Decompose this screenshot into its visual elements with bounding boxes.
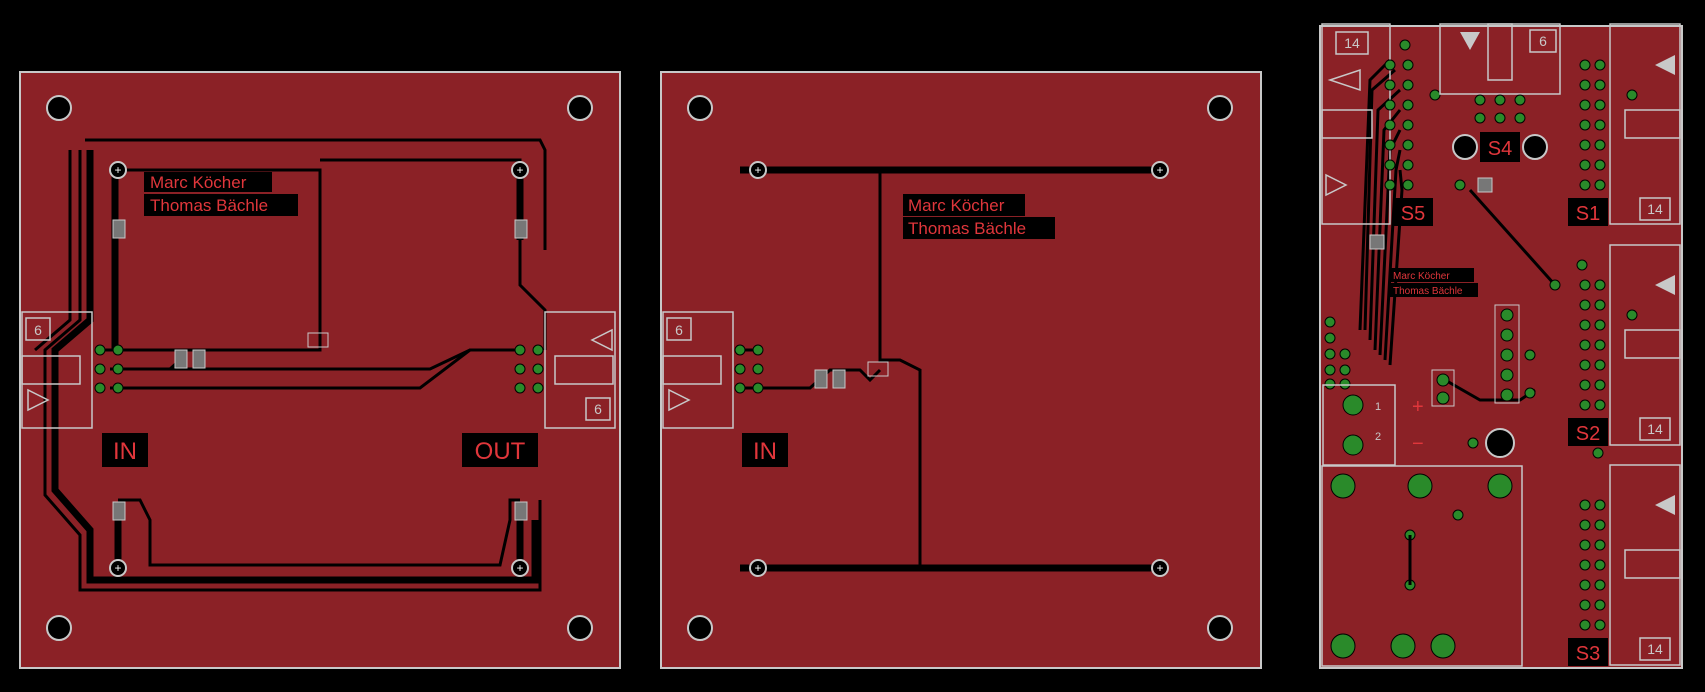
via-column-left bbox=[1324, 39, 1441, 390]
svg-text:+: + bbox=[754, 163, 761, 177]
svg-text:+: + bbox=[114, 561, 121, 575]
via bbox=[1454, 179, 1466, 191]
connector-6-top: 6 bbox=[1439, 23, 1561, 124]
credit-bg bbox=[903, 217, 1055, 239]
svg-text:2: 2 bbox=[1375, 431, 1381, 443]
minus-label: − bbox=[1412, 433, 1424, 455]
smd-components bbox=[814, 361, 889, 389]
mounting-hole bbox=[687, 95, 713, 121]
trace bbox=[100, 340, 322, 352]
trace bbox=[110, 348, 525, 390]
mounting-hole bbox=[1207, 615, 1233, 641]
via bbox=[1549, 279, 1561, 291]
s4-label-bg bbox=[1480, 132, 1520, 162]
svg-text:+: + bbox=[516, 561, 523, 575]
pad-column-s2 bbox=[1576, 259, 1638, 459]
mounting-hole bbox=[567, 615, 593, 641]
credit-bg bbox=[1390, 283, 1478, 297]
mounting-hole bbox=[1207, 95, 1233, 121]
credit-bg bbox=[144, 172, 272, 192]
mounting-hole bbox=[46, 95, 72, 121]
s2-label-bg bbox=[1568, 418, 1608, 446]
trace bbox=[120, 168, 322, 340]
svg-text:6: 6 bbox=[675, 322, 683, 338]
credit-line2: Thomas Bächle bbox=[1393, 286, 1463, 297]
s4-label: S4 bbox=[1488, 138, 1512, 160]
s3-label-bg bbox=[1568, 638, 1608, 666]
credit-bg bbox=[903, 194, 1025, 216]
credit-line2: Thomas Bächle bbox=[908, 219, 1026, 238]
left-board: + + + + 6 bbox=[19, 71, 621, 669]
svg-text:+: + bbox=[1156, 163, 1163, 177]
s2-label: S2 bbox=[1576, 423, 1600, 445]
pad-column-s1 bbox=[1579, 59, 1638, 191]
svg-text:14: 14 bbox=[1647, 641, 1663, 657]
mounting-hole bbox=[46, 615, 72, 641]
trace bbox=[85, 138, 547, 250]
via-group: + + + + bbox=[749, 161, 1169, 577]
svg-text:6: 6 bbox=[594, 401, 602, 417]
out-label-bg bbox=[462, 433, 538, 467]
s1-label: S1 bbox=[1576, 203, 1600, 225]
svg-text:14: 14 bbox=[1647, 201, 1663, 217]
credit-line1: Marc Köcher bbox=[908, 196, 1005, 215]
svg-text:1: 1 bbox=[1375, 401, 1381, 413]
via-group: + + + + bbox=[109, 161, 529, 577]
connector-14-s2: 14 bbox=[1609, 244, 1681, 446]
out-label: OUT bbox=[475, 438, 526, 465]
s5-label-bg bbox=[1393, 198, 1433, 226]
in-label: IN bbox=[113, 438, 137, 465]
svg-text:14: 14 bbox=[1647, 421, 1663, 437]
plus-label: + bbox=[1412, 396, 1424, 418]
switch-hole bbox=[1452, 134, 1478, 160]
power-connector: 1 2 + − bbox=[1322, 384, 1515, 466]
smd-part bbox=[1477, 177, 1493, 193]
s1-label-bg bbox=[1568, 198, 1608, 226]
mounting-hole bbox=[567, 95, 593, 121]
component-column bbox=[1431, 304, 1536, 407]
right-connector: 6 bbox=[514, 311, 616, 429]
svg-text:+: + bbox=[754, 561, 761, 575]
trace bbox=[118, 498, 520, 567]
svg-text:+: + bbox=[1156, 561, 1163, 575]
in-label-bg bbox=[742, 433, 788, 467]
svg-text:+: + bbox=[516, 163, 523, 177]
svg-text:6: 6 bbox=[34, 322, 42, 338]
in-label-bg bbox=[102, 433, 148, 467]
left-connector: 6 bbox=[21, 311, 124, 429]
middle-board: + + + + 6 Marc Köcher Thomas Bächle IN bbox=[660, 71, 1262, 669]
connector-14-s3: 14 bbox=[1609, 464, 1681, 666]
credit-bg bbox=[1390, 268, 1474, 282]
in-label: IN bbox=[753, 438, 777, 465]
trace bbox=[878, 170, 922, 568]
credit-line1: Marc Köcher bbox=[150, 173, 247, 192]
s5-label: S5 bbox=[1401, 203, 1425, 225]
middle-connector: 6 bbox=[662, 311, 764, 429]
middle-board-outline bbox=[660, 71, 1262, 669]
trace bbox=[43, 150, 542, 592]
credit-line2: Thomas Bächle bbox=[150, 196, 268, 215]
pad-column-s3 bbox=[1579, 499, 1606, 631]
mounting-hole bbox=[687, 615, 713, 641]
svg-text:+: + bbox=[114, 163, 121, 177]
right-board: 14 6 bbox=[1319, 23, 1683, 669]
switch-hole bbox=[1522, 134, 1548, 160]
smd-part bbox=[1369, 234, 1385, 250]
svg-text:6: 6 bbox=[1539, 33, 1547, 49]
relay-component bbox=[1321, 465, 1523, 667]
s3-label: S3 bbox=[1576, 643, 1600, 665]
credit-bg bbox=[144, 194, 298, 216]
credit-line1: Marc Köcher bbox=[1393, 271, 1450, 282]
smd-components bbox=[112, 219, 528, 521]
connector-14-s1: 14 bbox=[1609, 23, 1681, 225]
trace bbox=[51, 150, 539, 584]
svg-text:14: 14 bbox=[1344, 35, 1360, 51]
trace bbox=[110, 348, 471, 371]
